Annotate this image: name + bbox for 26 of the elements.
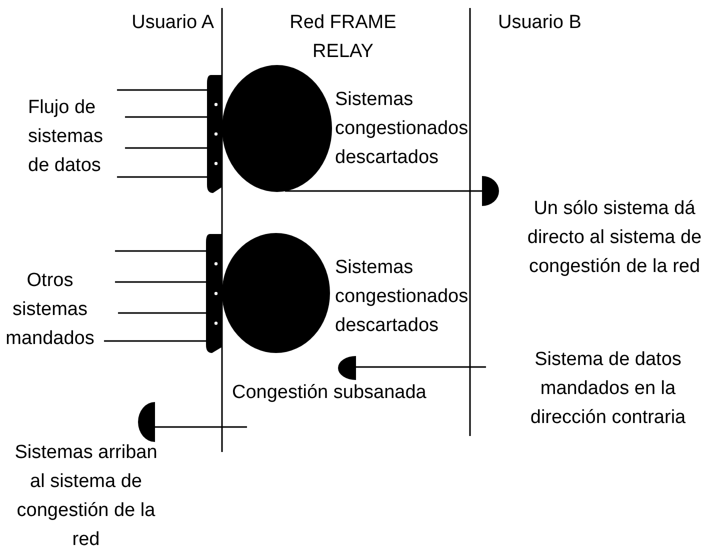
node-caption: Sistemas congestionados descartados	[335, 256, 469, 338]
node-caption: Sistemas congestionados descartados	[335, 88, 469, 170]
frame-line	[356, 366, 486, 368]
diagram-label: Otros sistemas mandados	[4, 269, 96, 351]
diagram-label: Flujo de sistemas de datos	[28, 96, 104, 178]
frame-line	[117, 89, 207, 91]
node-caption: Un sólo sistema dá directo al sistema de congestión de la red	[526, 197, 703, 279]
frame-line	[155, 426, 247, 428]
frame-line	[104, 340, 206, 342]
frame-line	[118, 312, 206, 314]
diagram-label: Red FRAME RELAY	[288, 11, 398, 64]
congestion-disc	[222, 65, 332, 192]
diagram-label: Usuario B	[498, 11, 582, 35]
congestion-disc	[222, 233, 330, 353]
node-caption: Sistemas arriban al sistema de congestión de la red	[14, 441, 158, 546]
frame-stack	[207, 75, 222, 193]
diagram-label: Congestión subsanada	[232, 381, 428, 405]
frame-stack	[206, 234, 222, 353]
frame-line	[115, 281, 206, 283]
frame-line	[285, 190, 482, 192]
frame-line	[115, 250, 206, 252]
frame-line	[125, 147, 207, 149]
diagram-label: Usuario A	[130, 11, 214, 35]
frame-line	[117, 176, 207, 178]
frame-line	[125, 116, 207, 118]
diagram-label: Sistema de datos mandados en la dirección contraria	[529, 348, 687, 430]
